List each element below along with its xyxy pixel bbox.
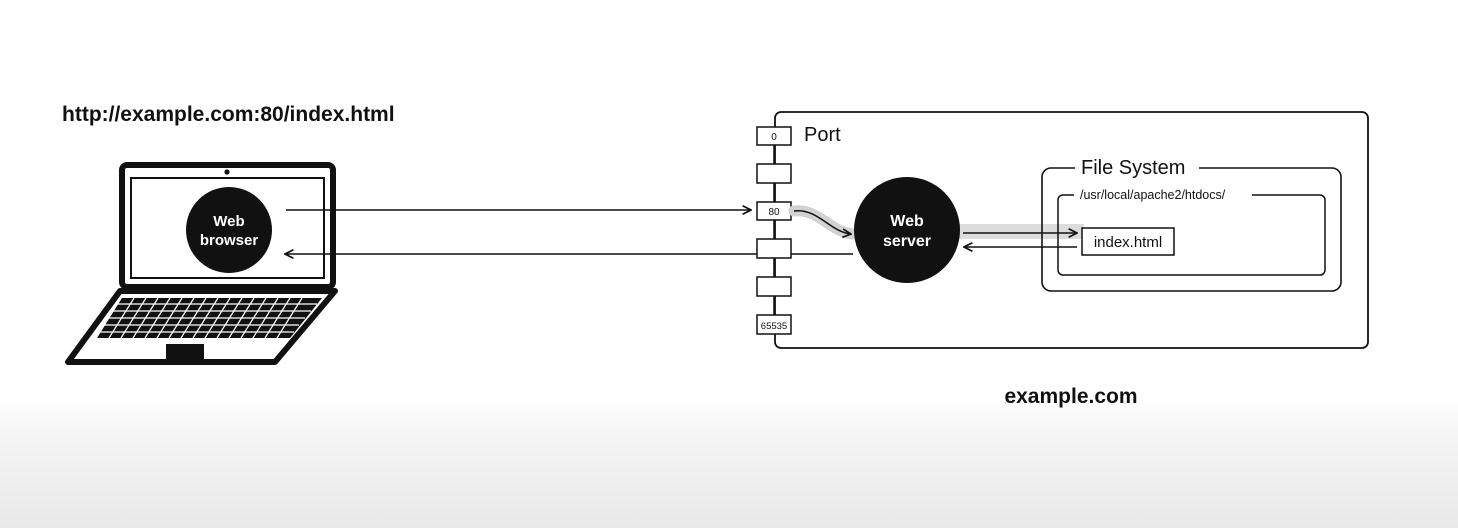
port-box: 80 [756,201,792,221]
port-box: 0 [756,126,792,146]
file-box [1081,227,1175,256]
file-system-title: File System [1081,157,1185,179]
port-box: 65535 [756,314,792,335]
laptop-icon [65,162,338,365]
server-to-file-path [958,224,1084,239]
port-box [756,276,792,297]
web-server-node: Web server [854,177,960,283]
web-browser-node: Web browser [186,187,272,273]
port-label: 65535 [761,321,787,332]
port-box [756,238,792,259]
web-server-label-2: server [883,233,931,250]
port-column: 0 80 65535 [756,126,792,335]
host-box [774,111,1369,349]
port-box [756,163,792,184]
port-label: 0 [771,132,777,143]
docroot-path: /usr/local/apache2/htdocs/ [1080,188,1226,202]
port-label: 80 [768,207,780,218]
port-to-server-path [788,205,859,240]
port-title: Port [804,124,841,146]
web-browser-label-1: Web [213,213,244,230]
web-browser-label-2: browser [200,232,259,249]
file-name: index.html [1094,234,1162,251]
port-to-server-arrow [793,210,851,234]
request-url: http://example.com:80/index.html [62,103,395,126]
web-server-label-1: Web [890,213,924,230]
host-name: example.com [1004,385,1137,408]
